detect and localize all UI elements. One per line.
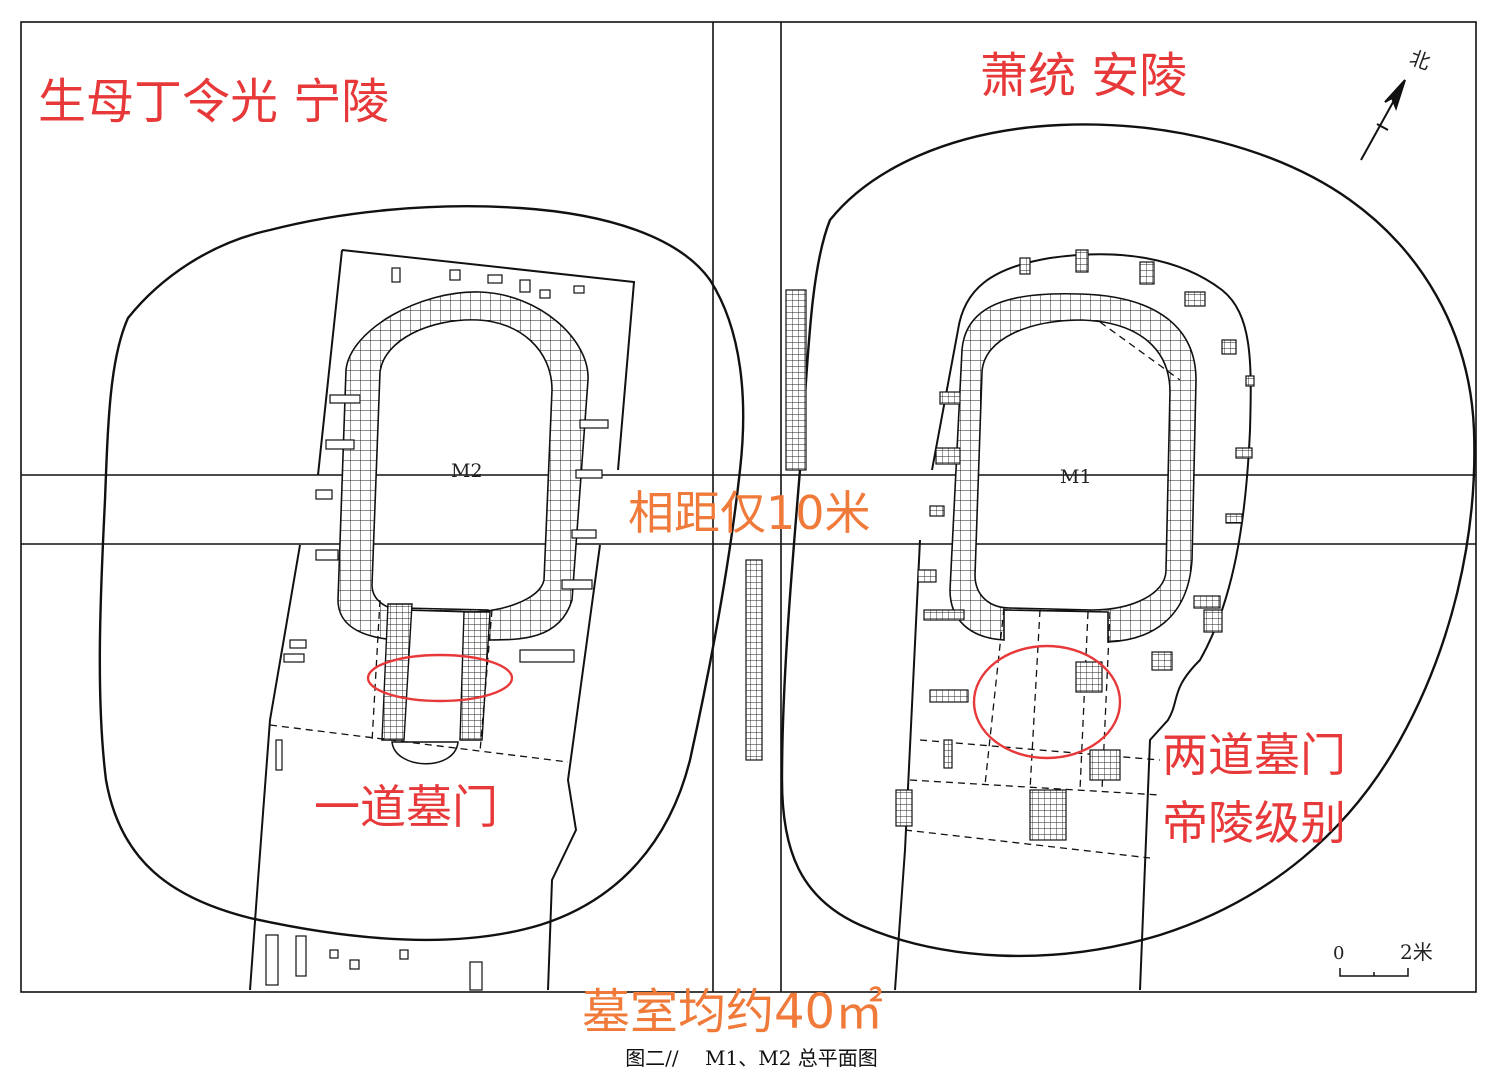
distance-annotation: 相距仅10米 bbox=[628, 486, 871, 540]
left-excavation-boundary bbox=[249, 249, 636, 991]
figure-caption: 图二// M1、M2 总平面图 bbox=[625, 1046, 878, 1070]
left-scattered-bricks bbox=[265, 267, 609, 991]
tomb-label-m1: M1 bbox=[1060, 466, 1092, 488]
left-tomb-title: 生母丁令光 宁陵 bbox=[38, 74, 390, 130]
left-gate-arch bbox=[391, 741, 459, 765]
right-tomb-title: 萧统 安陵 bbox=[980, 48, 1188, 104]
map-frame bbox=[20, 21, 1477, 993]
left-mound-outline bbox=[98, 205, 745, 942]
right-dashed-lines bbox=[904, 321, 1181, 859]
left-gate-highlight bbox=[366, 653, 514, 703]
north-arrow bbox=[1360, 79, 1406, 161]
right-chamber-wall bbox=[949, 292, 1197, 643]
scale-bar bbox=[1339, 968, 1409, 977]
right-gate-annotation-line2: 帝陵级别 bbox=[1162, 796, 1346, 850]
right-gate-highlight bbox=[972, 644, 1122, 760]
right-excavation-boundary bbox=[894, 253, 1252, 991]
scale-end-label: 2米 bbox=[1400, 940, 1433, 964]
scale-start-label: 0 bbox=[1333, 943, 1345, 964]
right-mound-outline bbox=[780, 123, 1476, 958]
area-annotation: 墓室均约40㎡ bbox=[582, 984, 884, 1040]
left-dashed-lines bbox=[269, 599, 569, 763]
left-gate-annotation: 一道墓门 bbox=[314, 780, 498, 834]
right-gate-annotation-line1: 两道墓门 bbox=[1162, 728, 1346, 782]
left-passage bbox=[381, 603, 491, 741]
tomb-label-m2: M2 bbox=[451, 460, 483, 482]
right-scattered-bricks bbox=[745, 249, 1255, 841]
